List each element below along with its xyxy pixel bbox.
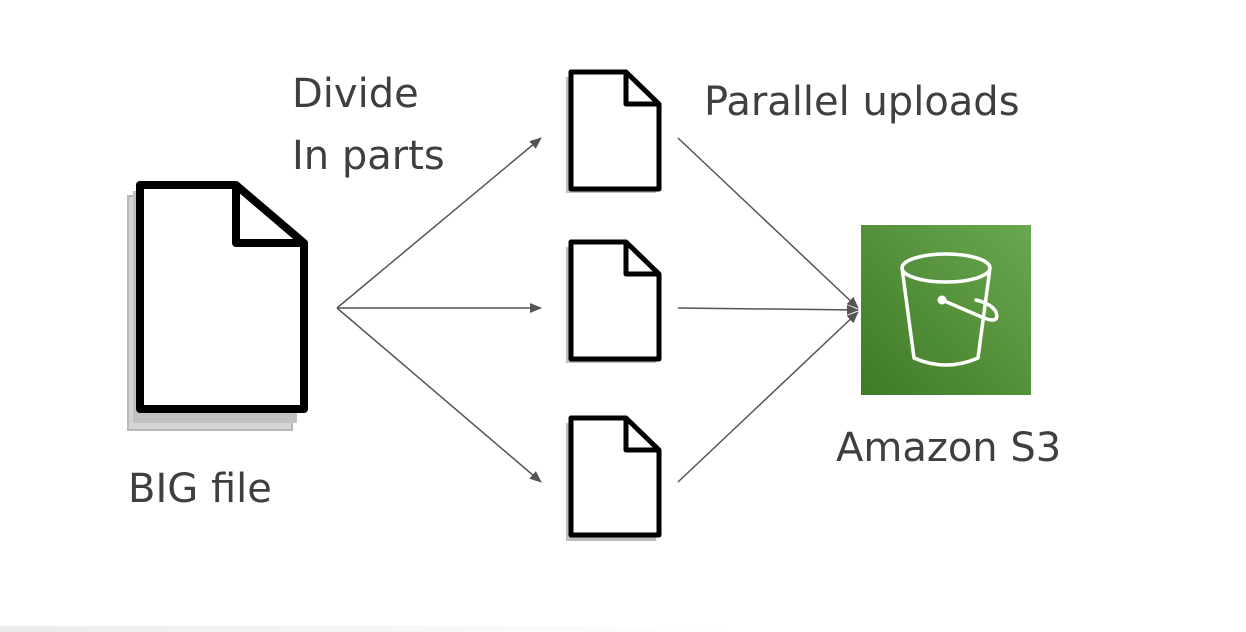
- divide-label-line-1: Divide: [292, 71, 419, 117]
- big-file-label-text: BIG file: [128, 466, 272, 512]
- split-arrows: [336, 137, 542, 483]
- part-file-icon-3: [566, 415, 662, 541]
- big-file-icon: [127, 181, 308, 431]
- divide-label-line-2: In parts: [292, 133, 445, 179]
- upload-arrows: [677, 137, 859, 483]
- parallel-uploads-label: Parallel uploads: [704, 74, 1020, 130]
- parallel-uploads-label-text: Parallel uploads: [704, 79, 1020, 125]
- part-file-icon-1: [566, 69, 662, 193]
- amazon-s3-label: Amazon S3: [836, 420, 1061, 476]
- big-file-label: BIG file: [128, 461, 272, 517]
- s3-bucket-icon: [861, 225, 1031, 395]
- bottom-edge-shadow: [0, 626, 1246, 632]
- amazon-s3-label-text: Amazon S3: [836, 425, 1062, 471]
- divide-in-parts-label: Divide In parts: [292, 63, 445, 187]
- part-file-icon-2: [566, 239, 662, 363]
